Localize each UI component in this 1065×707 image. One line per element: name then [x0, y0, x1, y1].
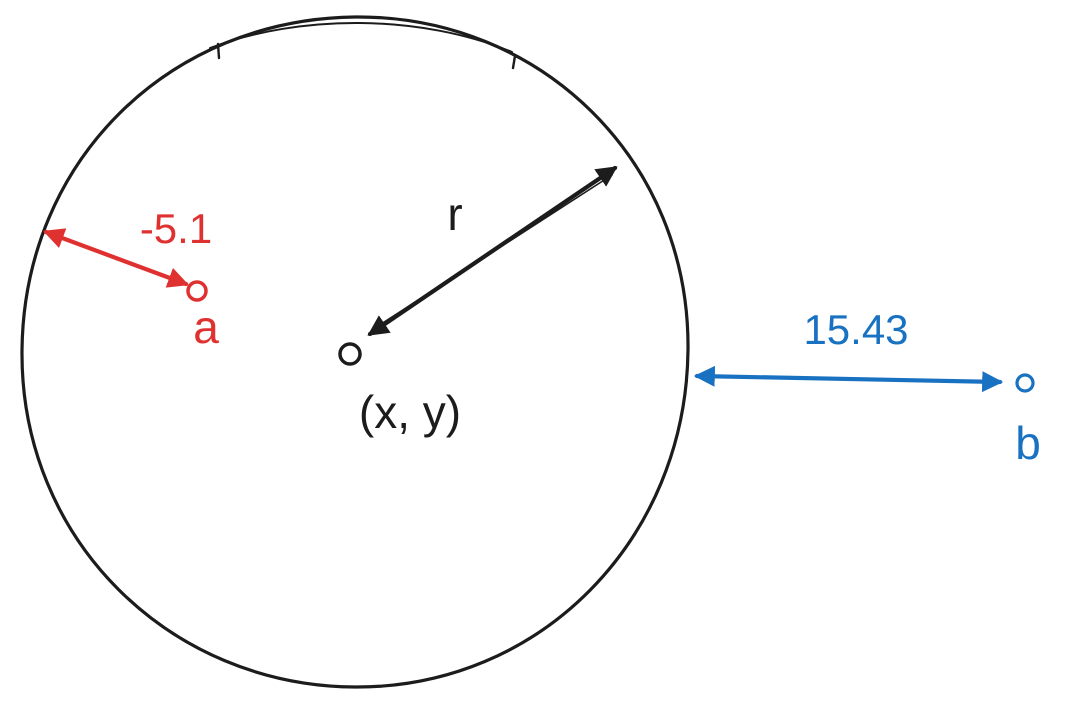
center-point: [338, 342, 362, 366]
distance-a-label: -5.1: [140, 205, 212, 252]
circle-outline: [20, 15, 690, 689]
distance-b-label: 15.43: [803, 306, 908, 353]
distance-b-arrow: [693, 365, 1004, 393]
radius-arrow: [367, 165, 618, 337]
point-a-label: a: [193, 301, 219, 353]
radius-label: r: [447, 188, 462, 240]
point-b-label: b: [1015, 417, 1041, 469]
point-b: [1015, 373, 1035, 393]
point-a: [186, 280, 208, 302]
distance-a-arrow: [43, 228, 189, 288]
center-label: (x, y): [359, 386, 461, 438]
